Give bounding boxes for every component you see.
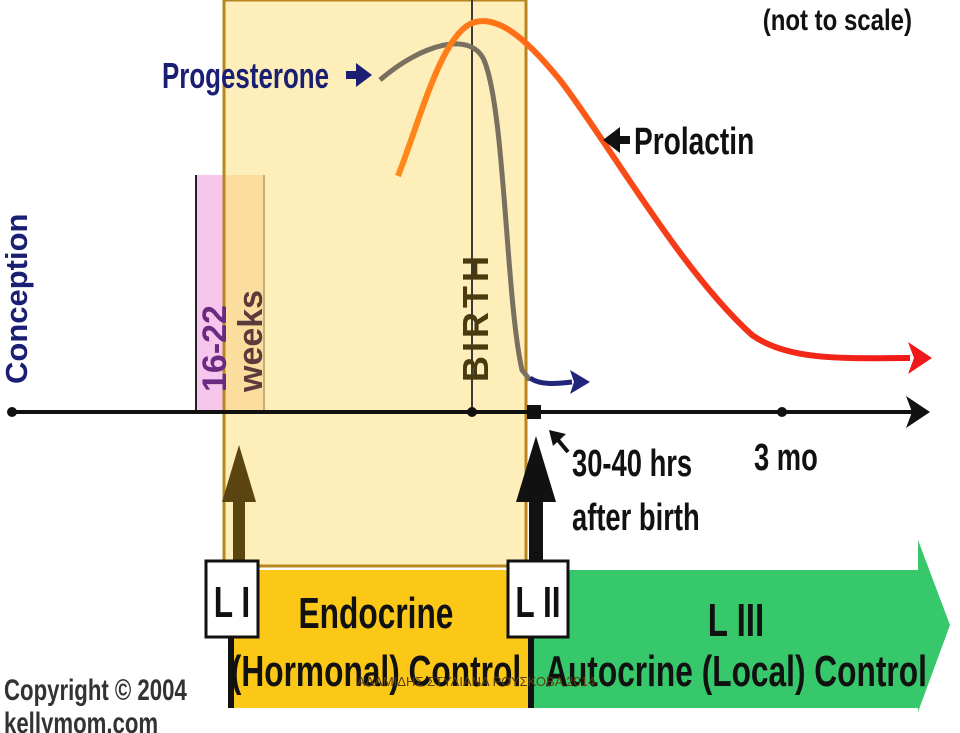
li-box [204,559,260,639]
weeks-range-label: 16-22 [196,305,234,392]
after-birth-label: after birth [572,497,700,539]
progesterone-pointer-icon [346,63,372,87]
conception-dot [7,407,17,417]
progesterone-tail-arrowhead [570,370,590,394]
lii-up-arrow [516,436,556,562]
highlight-overlay [222,0,528,568]
watermark: ΑΔΑΜΙΔΗΣ ΣΤΥΛΙΑΝΑ ΡΟΥΣΚΟΒΑ 2014 [357,674,595,689]
prolactin-label: Prolactin [634,121,754,163]
progesterone-curve [378,41,532,382]
copyright-line1: Copyright © 2004 [4,673,187,707]
prolactin-pointer-icon [603,127,630,153]
after-birth-pointer-icon [549,430,570,454]
autocrine-label: Autocrine (Local) Control [545,647,927,696]
not-to-scale-note: (not to scale) [763,2,912,36]
li-label: L I [214,578,250,627]
weeks-bar-pink [196,175,226,412]
li-up-arrow [222,445,256,562]
endocrine-label-line1: Endocrine [299,589,454,638]
progesterone-label: Progesterone [162,56,329,96]
progesterone-tail-arrow [528,375,573,386]
birth-dot [467,407,477,417]
endocrine-label-line2: (Hormonal) Control [231,647,521,696]
conception-label: Conception [0,214,34,385]
after-birth-hrs-label: 30-40 hrs [572,443,692,485]
lii-marker [527,405,541,419]
prolactin-arrowhead [908,342,932,374]
endocrine-band [228,570,528,708]
lii-box [506,559,570,639]
timeline-arrowhead [906,396,930,428]
weeks-label: weeks [232,290,270,393]
birth-label: BIRTH [455,252,496,382]
copyright-line2: kellymom.com [4,706,158,733]
three-months-label: 3 mo [754,437,818,479]
liii-label: L III [708,596,764,646]
three-months-dot [777,407,787,417]
prolactin-curve [395,18,911,362]
autocrine-band-arrow [534,540,950,712]
lii-label: L II [515,578,560,627]
